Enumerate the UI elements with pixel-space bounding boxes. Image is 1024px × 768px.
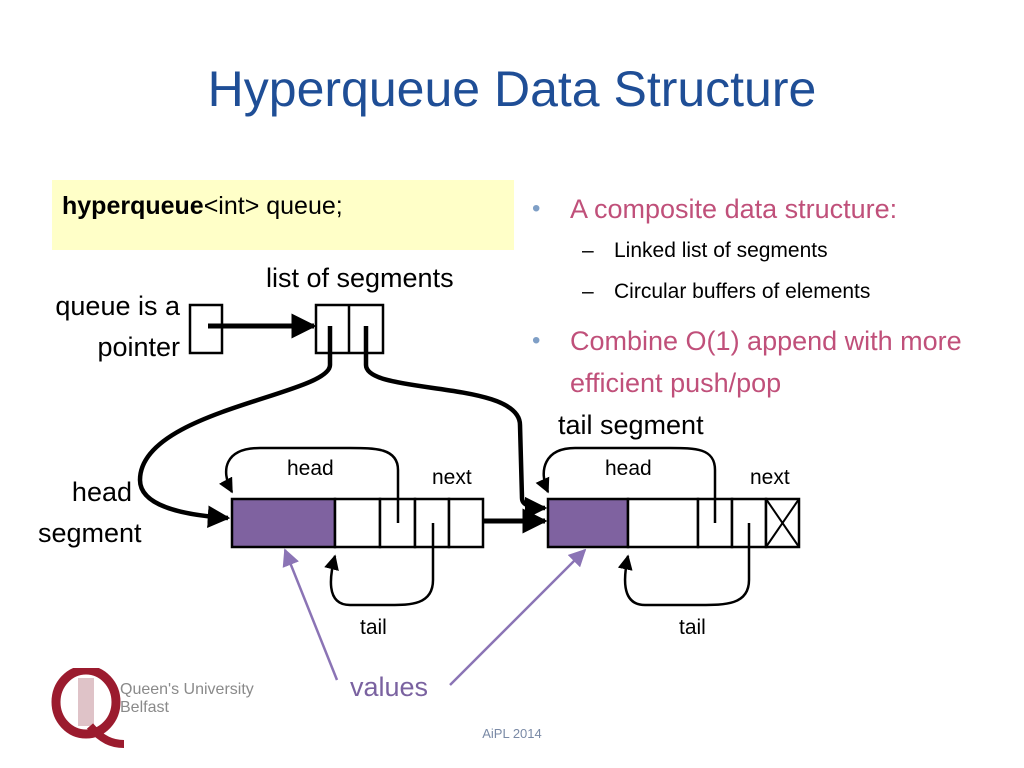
head-pointer-label: head	[605, 457, 652, 480]
segment-2-tail-arrow	[617, 523, 751, 607]
segment-1-cell	[333, 497, 382, 549]
queue-pointer-box	[188, 303, 224, 355]
dash-icon: –	[582, 280, 594, 303]
head-segment-label: segment	[38, 518, 142, 548]
segment-2-value-cell	[546, 497, 630, 549]
segment-2-head-arrow	[535, 446, 717, 523]
segment-1-cell	[447, 497, 485, 549]
head-pointer-label: head	[287, 457, 334, 480]
queue-is-a-label: queue is a	[55, 291, 180, 321]
tail-segment-arrow	[363, 326, 548, 520]
slide-title: Hyperqueue Data Structure	[207, 61, 817, 117]
bullet-text: A composite data structure:	[570, 194, 898, 224]
bullet-item: • A composite data structure:	[532, 188, 1002, 230]
bullet-list: • A composite data structure: – Linked l…	[532, 188, 1002, 404]
segment-2-cell	[626, 497, 700, 549]
sub-bullet-text: Linked list of segments	[614, 239, 828, 262]
null-cross	[765, 498, 800, 548]
segment-1-value-cell	[230, 497, 337, 549]
code-keyword: hyperqueue	[62, 192, 204, 220]
university-name-line: Queen's University	[120, 681, 254, 698]
head-segment-label: head	[71, 477, 132, 507]
code-box: hyperqueue<int> queue;	[52, 180, 514, 250]
university-name: Queen's University Belfast	[120, 681, 254, 717]
head-segment-arrow	[137, 326, 333, 528]
bullet-dot-icon: •	[532, 195, 541, 222]
slide-footer: AiPL 2014	[482, 726, 542, 741]
pointer-label: pointer	[97, 332, 180, 362]
tail-segment-label: tail segment	[558, 410, 704, 440]
values-label: values	[350, 672, 429, 702]
bullet-item: • Combine O(1) append with more efficien…	[532, 320, 1002, 404]
next-pointer-label: next	[750, 466, 790, 489]
tail-pointer-label: tail	[360, 616, 387, 639]
dash-icon: –	[582, 239, 594, 262]
code-rest: <int> queue;	[203, 192, 343, 220]
list-of-segments-label: list of segments	[266, 263, 454, 293]
sub-bullet-item: – Circular buffers of elements	[532, 271, 1002, 312]
next-pointer-label: next	[432, 466, 472, 489]
bullet-text: Combine O(1) append with more efficient …	[570, 326, 962, 398]
segment-1-head-arrow	[218, 446, 400, 523]
sub-bullet-item: – Linked list of segments	[532, 230, 1002, 271]
bullet-dot-icon: •	[532, 327, 541, 354]
university-name-line: Belfast	[120, 699, 169, 716]
segment-1-tail-arrow	[324, 523, 435, 607]
university-crest-icon	[51, 668, 125, 748]
values-arrow	[449, 548, 587, 686]
sub-bullet-text: Circular buffers of elements	[614, 280, 871, 303]
values-arrow	[282, 548, 339, 681]
tail-pointer-label: tail	[679, 616, 706, 639]
